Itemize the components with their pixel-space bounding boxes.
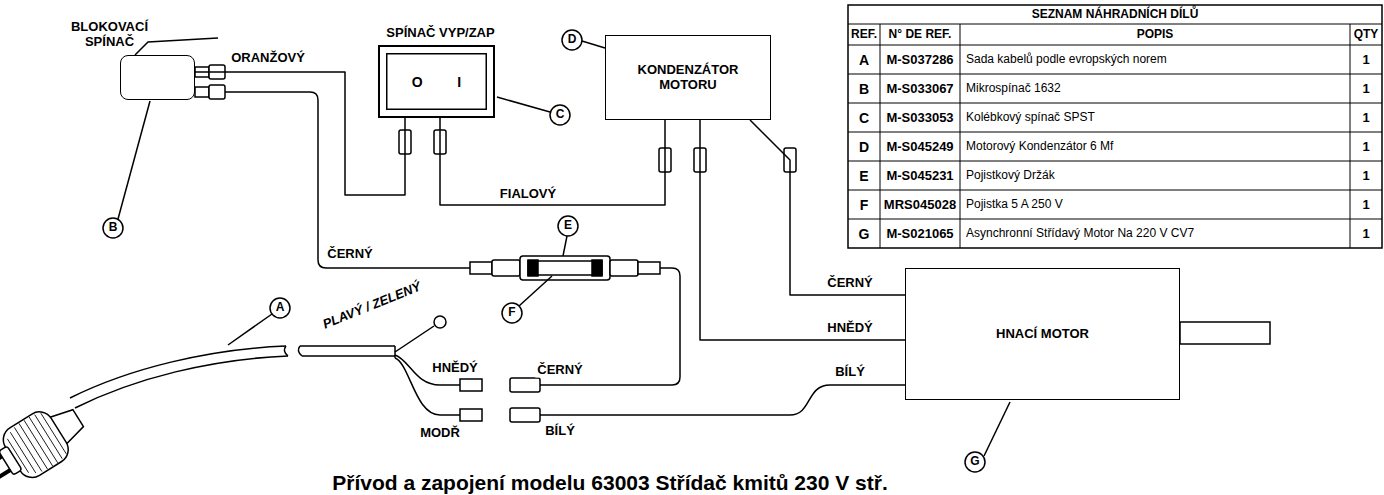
wire-colour: HNĚDÝ bbox=[825, 321, 875, 336]
table-cell: G bbox=[859, 225, 870, 241]
table-cell: 1 bbox=[1362, 81, 1369, 96]
connector bbox=[510, 408, 540, 422]
table-cell: POPIS bbox=[1137, 28, 1174, 42]
table-cell: MRS045028 bbox=[884, 197, 956, 212]
table-cell: M-S021065 bbox=[886, 226, 953, 241]
table-cell: Asynchronní Střídavý Motor Na 220 V CV7 bbox=[966, 227, 1194, 241]
table-cell: Motorový Kondenzátor 6 Mf bbox=[966, 140, 1113, 154]
wire bbox=[225, 92, 470, 268]
table-grid bbox=[848, 5, 1382, 248]
table-cell: REF. bbox=[851, 28, 877, 42]
table-cell: SEZNAM NÁHRADNÍCH DÍLŮ bbox=[1032, 8, 1199, 22]
wire-connector bbox=[750, 120, 905, 295]
cable-end bbox=[394, 346, 396, 358]
table-cell: F bbox=[860, 196, 869, 212]
callout-letter: D bbox=[568, 33, 577, 47]
callout-letter: A bbox=[276, 301, 285, 315]
table-cell: E bbox=[859, 167, 868, 183]
table-cell: Pojistkový Držák bbox=[966, 169, 1055, 183]
callout-letter: G bbox=[970, 455, 979, 469]
table-cell: M-S033053 bbox=[886, 110, 953, 125]
connector bbox=[460, 409, 482, 421]
table-cell: 1 bbox=[1362, 139, 1369, 154]
wire-colour: BÍLÝ bbox=[543, 424, 577, 439]
switch-lever bbox=[135, 38, 218, 55]
table-cell: B bbox=[859, 80, 869, 96]
table-cell: D bbox=[859, 138, 869, 154]
switch-mark: I bbox=[457, 73, 461, 89]
table-cell: M-S033067 bbox=[886, 81, 953, 96]
table-lines bbox=[848, 24, 1382, 248]
switch-heading: BLOKOVACÍ SPÍNAČ bbox=[62, 20, 158, 50]
table-cell: 1 bbox=[1362, 226, 1369, 241]
cable-break bbox=[284, 346, 302, 356]
wire-colour: BÍLÝ bbox=[833, 365, 867, 380]
table-cell: Kolébkový spínač SPST bbox=[966, 111, 1095, 125]
switch-mark: O bbox=[412, 73, 423, 89]
component-box: KONDENZÁTOR MOTORU bbox=[605, 35, 771, 120]
table-cell: Pojistka 5 A 250 V bbox=[966, 198, 1063, 212]
table-cell: 1 bbox=[1362, 52, 1369, 67]
terminal bbox=[209, 85, 225, 99]
wire-colour: ČERNÝ bbox=[825, 276, 875, 291]
table-cell: M-S045249 bbox=[886, 139, 953, 154]
node-label: KONDENZÁTOR MOTORU bbox=[615, 63, 761, 93]
connector bbox=[492, 260, 520, 276]
wire-connector bbox=[440, 118, 665, 205]
mains-plug bbox=[0, 394, 93, 495]
table-cell: 1 bbox=[1362, 168, 1369, 183]
fuse bbox=[528, 261, 602, 275]
callout-letter: B bbox=[109, 221, 118, 235]
wire-connector bbox=[195, 72, 405, 195]
component-box: HNACÍ MOTOR bbox=[905, 268, 1180, 400]
fuse-holder bbox=[520, 256, 610, 280]
wire bbox=[540, 385, 905, 415]
callout-letter: C bbox=[556, 108, 565, 122]
rocker-switch: SPÍNAČ VYP/ZAPOI bbox=[378, 45, 495, 118]
earth-ring bbox=[434, 316, 446, 328]
wire-colour: ORANŽOVÝ bbox=[229, 51, 307, 66]
wire-colour: PLAVÝ / ZELENÝ bbox=[321, 280, 423, 333]
connector bbox=[510, 378, 540, 392]
wire bbox=[395, 326, 434, 352]
wire-colour: FIALOVÝ bbox=[498, 187, 558, 202]
connector bbox=[470, 262, 492, 274]
fuse-cap bbox=[528, 260, 538, 276]
wire-colour: HNĚDÝ bbox=[430, 361, 480, 376]
cable bbox=[300, 346, 395, 356]
table-cell: Mikrospínač 1632 bbox=[966, 82, 1061, 96]
table-cell: C bbox=[859, 109, 869, 125]
table-cell: M-S045231 bbox=[886, 168, 953, 183]
node-label: HNACÍ MOTOR bbox=[996, 327, 1089, 342]
table-cell: 1 bbox=[1362, 197, 1369, 212]
switch-heading: SPÍNAČ VYP/ZAP bbox=[386, 26, 494, 41]
table-cell: 1 bbox=[1362, 110, 1369, 125]
caption: Přívod a zapojení modelu 63003 Střídač k… bbox=[332, 471, 888, 495]
table-cell: M-S037286 bbox=[886, 52, 953, 67]
table-cell: A bbox=[859, 51, 869, 67]
connector bbox=[610, 260, 638, 276]
terminal bbox=[195, 87, 209, 97]
wire-colour: ČERNÝ bbox=[325, 247, 375, 262]
wire-colour: MODŘ bbox=[418, 426, 462, 441]
connector bbox=[638, 262, 660, 274]
callouts bbox=[103, 30, 1010, 472]
wire-connector bbox=[700, 120, 905, 340]
table-cell: QTY bbox=[1354, 28, 1379, 42]
table-cell: N° DE REF. bbox=[889, 28, 952, 42]
motor-shaft bbox=[1180, 322, 1270, 344]
microswitch: BLOKOVACÍ SPÍNAČ bbox=[120, 55, 195, 100]
fuse-cap bbox=[592, 260, 602, 276]
callout-letter: F bbox=[508, 306, 515, 320]
cable bbox=[75, 356, 288, 408]
connector bbox=[460, 379, 482, 391]
callout-letter: E bbox=[564, 219, 572, 233]
table-cell: Sada kabelů podle evropských norem bbox=[966, 53, 1167, 67]
wire-colour: ČERNÝ bbox=[535, 363, 585, 378]
